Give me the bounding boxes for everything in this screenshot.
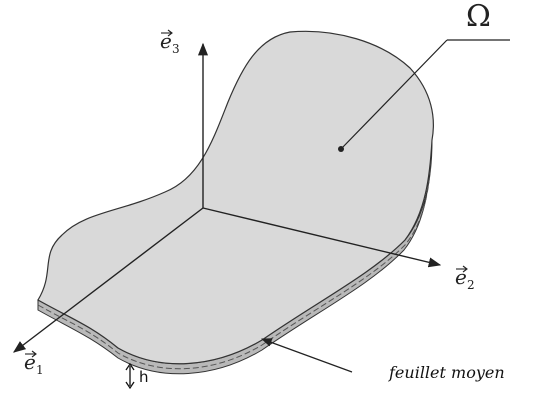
svg-text:1: 1 xyxy=(36,363,44,377)
omega-label: Ω xyxy=(466,0,491,34)
svg-text:e: e xyxy=(24,350,36,374)
mid-surface-caption: feuillet moyen xyxy=(388,363,505,382)
plate-surface xyxy=(37,30,434,365)
omega-point xyxy=(338,146,344,152)
axis-e2 xyxy=(202,207,442,268)
svg-text:2: 2 xyxy=(467,278,475,292)
thickness-indicator xyxy=(125,362,135,390)
svg-text:e: e xyxy=(160,29,172,53)
mid-surface-arrow xyxy=(260,338,353,373)
axis-e1 xyxy=(12,207,204,353)
svg-text:e: e xyxy=(455,265,467,289)
thickness-label: h xyxy=(139,368,149,386)
e1-label: e 1 xyxy=(24,350,44,377)
omega-pointer xyxy=(340,39,448,150)
e2-label: e 2 xyxy=(455,265,475,292)
e3-label: e 3 xyxy=(160,29,180,56)
svg-text:3: 3 xyxy=(172,42,180,56)
